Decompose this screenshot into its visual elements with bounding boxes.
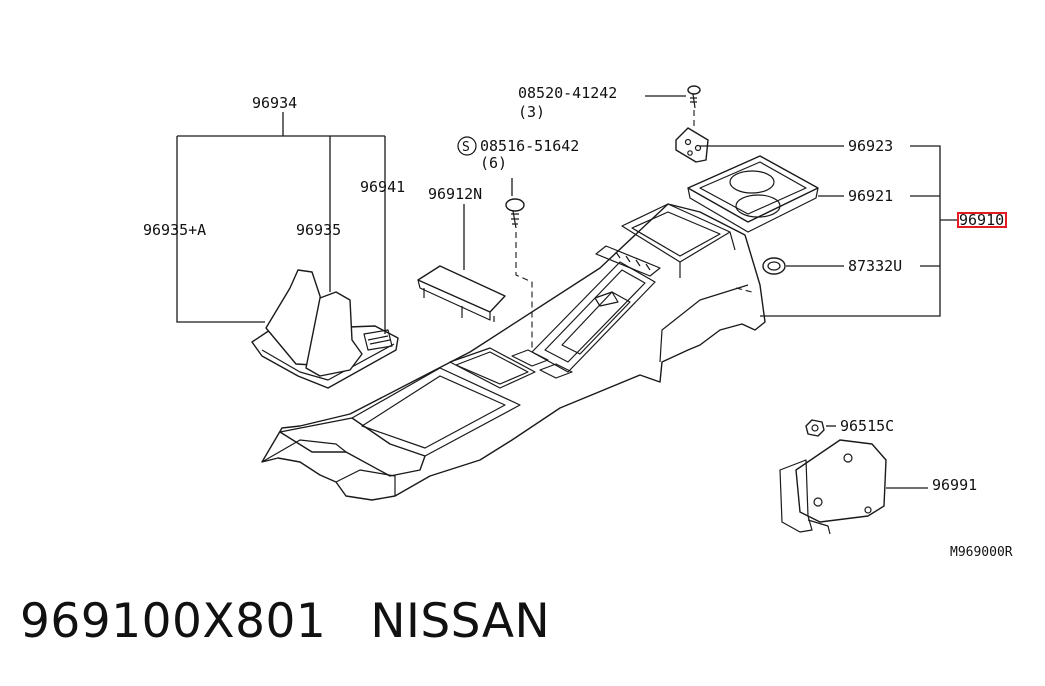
bracket-96923-illustration [675, 127, 709, 163]
part-caption: 969100X801 NISSAN [20, 594, 550, 649]
callout-96935a: 96935+A [143, 221, 206, 239]
callout-08516-prefix: S [462, 140, 470, 155]
figure-code: M969000R [950, 545, 1013, 560]
nut-96515c-illustration [805, 419, 825, 437]
callout-96941: 96941 [360, 178, 405, 196]
manufacturer-name: NISSAN [370, 594, 551, 649]
leader-lines [176, 95, 958, 489]
callout-96921: 96921 [848, 187, 893, 205]
service-symbol-icon [457, 136, 477, 156]
part-highlight-box [957, 212, 1007, 228]
callout-96910: 96910 [959, 211, 1004, 229]
ring-87332u-illustration [762, 257, 786, 275]
screw-08520-illustration [687, 85, 701, 126]
callout-labels: 96934 96941 96935+A 96935 96912N 08520-4… [143, 84, 1013, 560]
callout-08520: 08520-41242 [518, 84, 617, 102]
screw-08516-illustration [505, 198, 533, 348]
callout-96935: 96935 [296, 221, 341, 239]
shift-boot-illustration [251, 269, 399, 389]
parts-diagram: 96934 96941 96935+A 96935 96912N 08520-4… [143, 84, 1013, 560]
callout-08516-qty: (6) [480, 154, 507, 172]
part-number: 969100X801 [20, 594, 327, 649]
callout-87332u: 87332U [848, 257, 902, 275]
callout-96923: 96923 [848, 137, 893, 155]
callout-08516: 08516-51642 [480, 137, 579, 155]
cup-holder-illustration [687, 155, 819, 233]
callout-96991: 96991 [932, 476, 977, 494]
bracket-plate-illustration [779, 439, 887, 535]
callout-96515c: 96515C [840, 417, 894, 435]
callout-96912n: 96912N [428, 185, 482, 203]
center-console-illustration [261, 203, 766, 501]
callout-08520-qty: (3) [518, 103, 545, 121]
callout-96934: 96934 [252, 94, 297, 112]
lid-96912n-illustration [417, 265, 506, 322]
